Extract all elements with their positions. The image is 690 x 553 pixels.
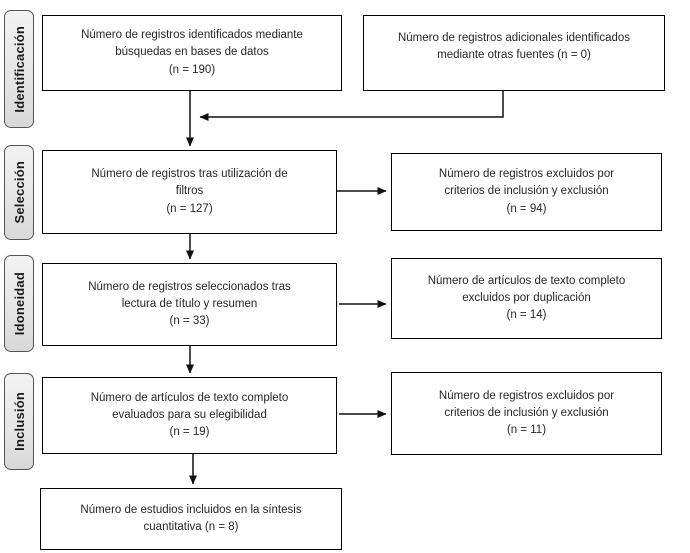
box-text-line: (n = 11) (506, 424, 547, 437)
stage-tab-label: Identificación (11, 25, 27, 113)
box-text-line: Número de artículos de texto completo (427, 274, 626, 287)
box-studies-included: Número de estudios incluidos en la sínte… (40, 488, 342, 550)
box-text-line: Número de registros excluidos por (438, 389, 615, 402)
box-text-line: (n = 19) (169, 426, 210, 439)
box-text-line: Número de registros tras utilización de (91, 168, 288, 181)
box-text-line: Número de artículos de texto completo (90, 391, 289, 404)
arrow-additional-elbow (199, 91, 504, 121)
box-text-line: (n = 127) (166, 202, 213, 215)
stage-tab-label: Selección (11, 161, 27, 224)
box-excluded-criteria-2: Número de registros excluidos por criter… (391, 372, 662, 455)
box-text-line: búsquedas en bases de datos (115, 46, 269, 59)
box-text-line: filtros (175, 185, 204, 198)
box-excluded-duplicates: Número de artículos de texto completo ex… (391, 258, 662, 339)
stage-tab-seleccion: Selección (4, 145, 34, 240)
box-text-line: (n = 190) (168, 63, 216, 76)
box-text-line: criterios de inclusión y exclusión (444, 185, 609, 198)
stage-tab-inclusion: Inclusión (4, 373, 34, 470)
box-fulltext-assessed: Número de artículos de texto completo ev… (42, 377, 337, 454)
box-text-line: mediante otras fuentes (n = 0) (437, 49, 591, 62)
box-text-line: criterios de inclusión y exclusión (444, 406, 609, 419)
box-text-line: (n = 94) (506, 202, 547, 215)
box-additional-records: Número de registros adicionales identifi… (363, 15, 665, 91)
box-text-line: (n = 33) (169, 315, 210, 328)
box-text-line: excluidos por duplicación (462, 291, 591, 304)
box-text-line: Número de registros identificados median… (81, 29, 303, 42)
stage-tab-label: Inclusión (11, 392, 27, 451)
box-text-line: Número de registros adicionales identifi… (397, 32, 631, 44)
box-records-identified: Número de registros identificados median… (42, 15, 342, 91)
stage-tab-idoneidad: Idoneidad (4, 255, 34, 352)
box-text-line: lectura de título y resumen (121, 297, 258, 310)
box-records-screened: Número de registros seleccionados tras l… (42, 263, 337, 346)
box-excluded-criteria-1: Número de registros excluidos por criter… (391, 153, 662, 231)
box-text-line: evaluados para su elegibilidad (112, 408, 267, 421)
box-text-line: Número de registros seleccionados tras (88, 280, 291, 293)
box-text-line: (n = 14) (506, 309, 547, 322)
box-text-line: Número de estudios incluidos en la sínte… (80, 503, 302, 516)
box-text-line: Número de registros excluidos por (438, 168, 615, 181)
box-text-line: cuantitativa (n = 8) (143, 521, 239, 533)
stage-tab-identificacion: Identificación (4, 10, 34, 128)
stage-tab-label: Idoneidad (11, 271, 27, 336)
box-records-filtered: Número de registros tras utilización de … (42, 150, 337, 234)
